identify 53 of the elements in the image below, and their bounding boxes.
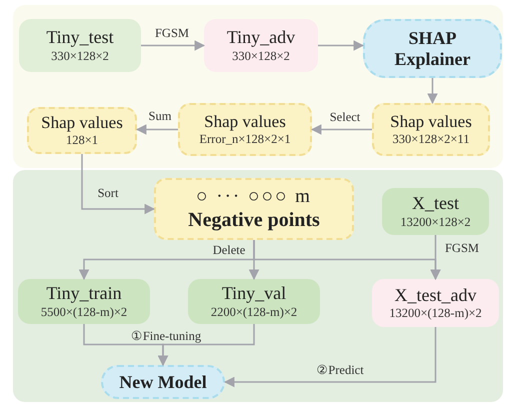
data-box [188,279,320,324]
node-title: Tiny_test [46,26,114,49]
node-subtitle: 128×1 [66,133,98,149]
node-title: Tiny_val [222,282,286,305]
node-title: Tiny_train [46,282,122,305]
arrow [136,124,178,135]
edge-label: FGSM [444,242,480,254]
node-title: New Model [119,372,207,392]
node-subtitle: 330×128×2 [51,48,109,65]
values-box [178,103,312,156]
model-box [363,19,502,78]
node-subtitle: 330×128×2 [232,48,290,65]
node-subtitle: 5500×(128-m)×2 [40,304,128,321]
edge-label: Sort [96,186,120,200]
edge-label: Delete [212,244,246,256]
arrow [158,324,255,366]
edge-label: ②Predict [315,364,365,376]
node-title: ○ ··· ○○○ m [196,184,312,208]
node-subtitle: 13200×(128-m)×2 [389,306,482,322]
arrow [430,235,441,280]
node-title: X_test [412,192,459,215]
node-title: SHAP Explainer [393,28,472,70]
data-box [19,19,141,72]
node-subtitle: 2200×(128-m)×2 [210,304,298,321]
edge-label: Select [328,110,362,124]
values-box [372,103,490,156]
node-title: Shap values [41,112,123,134]
values-box [154,178,354,240]
data-box [204,19,318,72]
arrow [427,78,438,104]
arrow [81,154,156,214]
node-title: Shap values [204,111,286,132]
model-box [101,365,225,399]
data-box [382,188,489,235]
panel-background [13,170,503,402]
node-subtitle: 13200×128×2 [400,214,471,231]
arrow [224,327,436,388]
arrow [310,124,372,135]
panel-background [13,5,503,168]
node-subtitle: 330×128×2×11 [392,132,470,148]
edge-label: Sum [148,110,172,122]
node-title: X_test_adv [394,284,476,306]
node-subtitle: Error_n×128×2×1 [199,132,291,148]
data-box [372,279,499,327]
node-title: Tiny_adv [226,26,296,49]
edge-label: ①Fine-tuning [130,330,202,342]
edge-label: FGSM [154,26,190,40]
arrow [141,40,206,51]
values-box [27,107,137,154]
data-box [18,279,150,324]
node-subtitle: Negative points [188,208,320,234]
node-title: Shap values [390,111,472,132]
arrow [318,40,364,51]
